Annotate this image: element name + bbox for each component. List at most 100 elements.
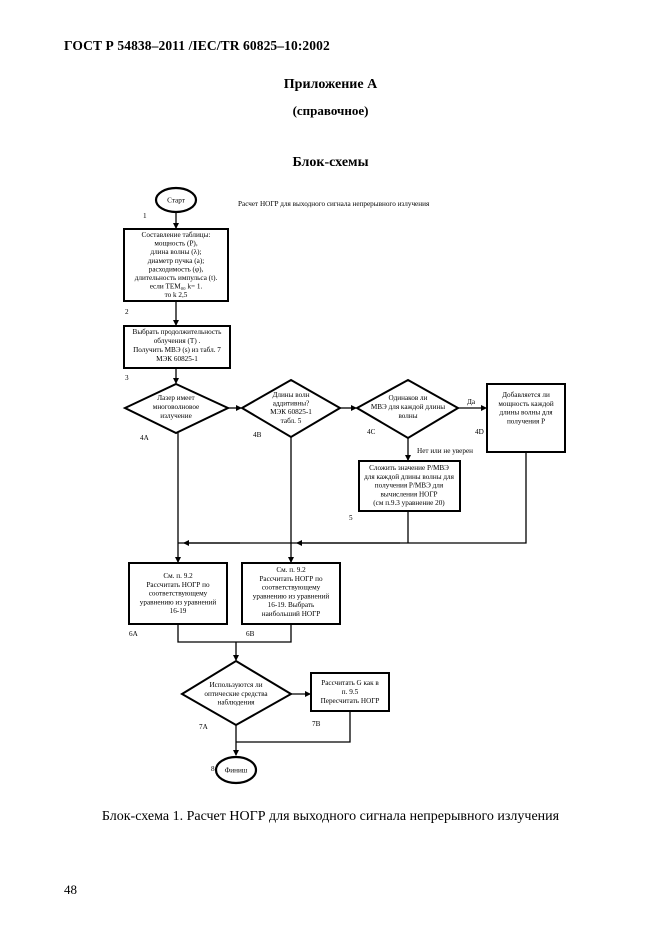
step-number-6b: 6B: [246, 630, 255, 638]
box5-line: получения P/MВЭ для: [375, 482, 444, 490]
d4b-line: МЭК 60825-1: [270, 408, 312, 416]
box5-line: для каждой длины волны для: [364, 473, 454, 481]
section-title: Блок-схемы: [292, 155, 369, 170]
box6a-line: Рассчитать НОГР по: [146, 581, 210, 589]
label-yes: Да: [467, 398, 476, 406]
box2-line: диаметр пучка (a);: [148, 257, 204, 265]
step-number-5: 5: [349, 514, 353, 522]
box2-line: расходимость (φ),: [149, 265, 204, 273]
box6b-line: соответствующему: [262, 584, 321, 592]
step-number-4c: 4C: [367, 428, 376, 436]
d7a-line: наблюдения: [218, 699, 256, 707]
d7a-line: Используются ли: [209, 681, 262, 689]
d4a-line: многоволновое: [153, 403, 199, 411]
d4c-line: волны: [398, 412, 417, 420]
box6b-line: Рассчитать НОГР по: [259, 575, 323, 583]
line-4d-to-6a: [178, 452, 527, 544]
appendix-title: Приложение А: [283, 77, 378, 92]
box6b-line: См. п. 9.2: [276, 566, 306, 574]
box2-line: длительность импульса (t).: [135, 274, 218, 282]
d4a-line: излучение: [160, 412, 192, 420]
box-calc-ngr-6b: [241, 562, 341, 625]
d4b-line: Длины волн: [272, 391, 309, 399]
d4a-line: Лазер имеет: [157, 394, 195, 402]
box4d-line: Добавляется ли: [502, 391, 550, 399]
document-code-header: ГОСТ Р 54838–2011 /IEC/TR 60825–10:2002: [64, 38, 330, 53]
d4b-line: аддитивны?: [273, 400, 310, 408]
box5-line: вычисления НОГР: [381, 490, 438, 498]
box-calc-ngr-6a: [128, 562, 228, 625]
step-number-4d: 4D: [475, 428, 484, 436]
flowchart-connectors: [173, 212, 527, 756]
box-recalc-g: [310, 672, 390, 712]
box6a-line: соответствующему: [149, 590, 208, 598]
finish-label: Финиш: [225, 767, 248, 775]
label-no-or-unsure: Нет или не уверен: [417, 447, 473, 455]
box4d-line: длины волны для: [499, 409, 553, 417]
box-select-exposure: [123, 325, 231, 369]
step-number-4a: 4A: [140, 434, 150, 442]
step-number-4b: 4B: [253, 431, 262, 439]
box6a-line: См. п. 9.2: [163, 572, 193, 580]
d4b-line: табл. 5: [281, 417, 302, 425]
box4d-line: мощность каждой: [498, 400, 553, 408]
box3-line: Получить МВЭ (s) из табл. 7: [133, 346, 221, 354]
box6b-line: уравнению из уравнений: [253, 592, 330, 600]
page-number: 48: [64, 882, 77, 897]
box-sum-p-mpe: [358, 460, 461, 512]
step-number-3: 3: [125, 374, 129, 382]
step-number-6a: 6A: [129, 630, 139, 638]
box6a-line: уравнению из уравнений: [140, 598, 217, 606]
decision-multiwave: [122, 382, 231, 435]
box7b-line: Рассчитать G как в: [321, 679, 379, 687]
finish-terminator: [214, 755, 258, 785]
box-add-power: [486, 383, 566, 453]
step-number-8: 8: [211, 765, 215, 773]
box2-line: то k 2,5: [165, 291, 188, 299]
box6b-line: 16-19. Выбрать: [268, 601, 315, 609]
step-number-1: 1: [143, 212, 147, 220]
box5-line: Сложить значение P/MВЭ: [369, 464, 449, 472]
box2-line: длина волны (λ);: [150, 248, 201, 256]
start-terminator: [154, 186, 198, 214]
decision-same-mpe: [354, 378, 460, 440]
box3-line: Выбрать продолжительность: [133, 328, 223, 336]
figure-caption: Блок-схема 1. Расчет НОГР для выходного …: [101, 809, 560, 824]
box2-line: мощность (P),: [154, 240, 197, 248]
d4c-line: МВЭ для каждой длины: [371, 403, 445, 411]
step-number-2: 2: [125, 308, 129, 316]
box2-line: Составление таблицы:: [142, 231, 211, 239]
d7a-line: оптические средства: [204, 690, 268, 698]
box-table-composition: [123, 228, 229, 302]
box3-line: МЭК 60825-1: [156, 355, 198, 363]
flowchart-title: Расчет НОГР для выходного сигнала непрер…: [238, 200, 430, 208]
box7b-line: п. 9.5: [342, 688, 359, 696]
line-7b-to-finish: [236, 711, 351, 743]
box7b-line: Пересчитать НОГР: [321, 697, 380, 705]
start-label: Старт: [167, 197, 186, 205]
decision-additive: [240, 378, 342, 439]
box6a-line: 16-19: [170, 607, 187, 615]
box-table-composition-text: Составление таблицы:мощность (P),длина в…: [135, 231, 218, 299]
line-6-merge: [177, 624, 292, 643]
d4c-line: Одинаков ли: [389, 394, 428, 402]
box3-line: облучения (T) .: [154, 337, 201, 345]
decision-optical-aids: [180, 659, 293, 727]
step-number-7a: 7A: [199, 723, 209, 731]
box4d-line: получения P: [507, 417, 545, 425]
box5-line: (см п.9.3 уравнение 20): [373, 499, 445, 507]
box2-line: если TEM₀₀ k= 1.: [150, 283, 203, 291]
box6b-line: наибольший НОГР: [262, 610, 320, 618]
step-number-7b: 7B: [312, 720, 321, 728]
